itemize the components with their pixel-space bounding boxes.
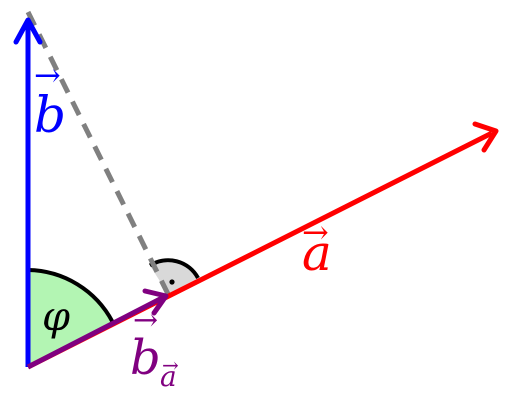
projection-subscript: a: [160, 360, 177, 393]
projection-subscript-arrow-glyph: →: [162, 353, 179, 377]
vector-a-arrowhead: [472, 121, 499, 153]
dashed-projection-line: [25, 10, 171, 296]
vector-b-arrowhead: [13, 17, 43, 45]
angle-phi-arc: [27, 268, 115, 323]
right-angle-arc: [148, 258, 200, 280]
projection-vector-line: [26, 294, 166, 370]
right-angle-dot: [169, 279, 175, 285]
projection-arrow-glyph: →: [133, 303, 158, 338]
angle-phi-label: φ: [42, 294, 70, 340]
vector-a-arrow-glyph: →: [302, 213, 329, 251]
angle-phi-wedge: [28, 270, 113, 367]
projection-vector-arrowhead: [142, 288, 169, 316]
vector-b-arrow-glyph: →: [34, 56, 61, 94]
vector-a-label: a: [302, 224, 332, 282]
projection-label: b: [130, 330, 161, 386]
vector-b-label: b: [34, 86, 66, 144]
right-angle-wedge: [150, 260, 198, 294]
